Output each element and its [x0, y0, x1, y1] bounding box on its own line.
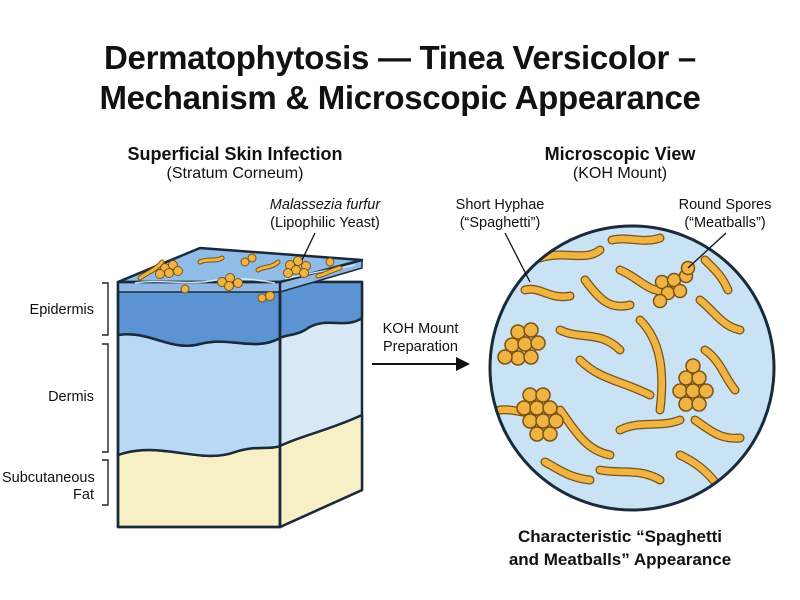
- skin-cross-section-block: [116, 246, 364, 529]
- microscopic-view-heading: Microscopic View: [544, 144, 696, 164]
- koh-arrow-label-line2: Preparation: [383, 339, 458, 355]
- hyphae-pointer: [504, 232, 531, 283]
- koh-arrow-label-line1: KOH Mount: [382, 321, 459, 337]
- organism-desc-label: (Lipophilic Yeast): [270, 215, 380, 231]
- microscopic-field: [488, 224, 776, 512]
- organism-name-label: Malassezia furfur: [269, 197, 381, 213]
- dermis-layer: [116, 333, 282, 458]
- caption-line2: and Meatballs” Appearance: [508, 550, 732, 569]
- skin-infection-subheading: (Stratum Corneum): [166, 165, 304, 182]
- hyphae-label: Short Hyphae: [455, 197, 545, 213]
- page-title-line2: Mechanism & Microscopic Appearance: [99, 79, 701, 116]
- spores-pointer: [687, 232, 727, 269]
- side-fat: [278, 413, 364, 529]
- organism-pointer: [301, 232, 316, 261]
- epidermis-layer: [116, 280, 282, 347]
- hyphae-nickname: (“Spaghetti”): [459, 215, 541, 231]
- layer-label-epidermis: Epidermis: [29, 302, 94, 318]
- koh-mount-arrow: [372, 357, 470, 371]
- microscopic-view-subheading: (KOH Mount): [572, 165, 668, 182]
- caption-line1: Characteristic “Spaghetti: [517, 527, 723, 546]
- side-epidermis: [278, 280, 364, 340]
- surface-yeast-colonies: [155, 253, 335, 303]
- layer-label-dermis: Dermis: [48, 389, 94, 405]
- spores-label: Round Spores: [678, 197, 772, 213]
- layer-brackets: [102, 282, 109, 506]
- layer-label-subcutaneous-fat: Subcutaneous Fat: [2, 470, 95, 503]
- skin-infection-heading: Superficial Skin Infection: [127, 144, 343, 164]
- spores-nickname: (“Meatballs”): [684, 215, 766, 231]
- subcutaneous-fat-layer: [116, 444, 282, 529]
- page-title-line1: Dermatophytosis — Tinea Versicolor –: [104, 39, 696, 76]
- koh-spores-meatballs: [497, 260, 714, 442]
